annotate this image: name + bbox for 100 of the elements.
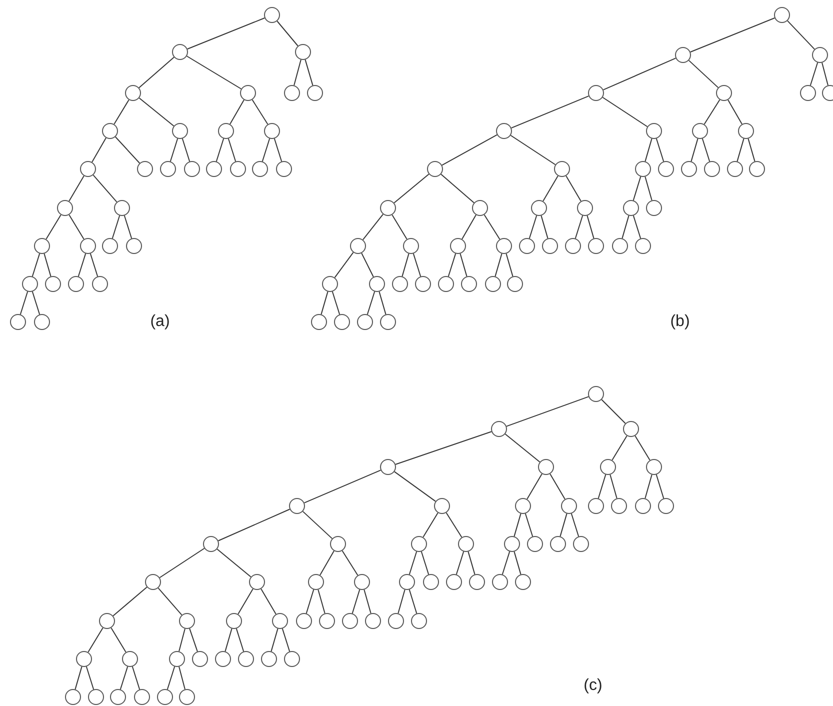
tree-edge [182,138,190,162]
tree-edge [395,431,492,465]
tree-edge [224,628,232,652]
tree-edge [378,291,386,315]
tree-edge [632,215,642,239]
tree-edge [320,550,334,576]
tree-node [658,161,674,177]
tree-edge [366,291,376,315]
tree-edge [398,589,406,614]
tree-node [612,238,628,254]
tree-edge [408,589,418,614]
tree-node [450,238,466,254]
tree-edge [690,18,776,52]
tree-node [675,47,691,63]
tree-node [184,161,200,177]
tree-edge [32,253,40,277]
tree-node [264,7,280,23]
tree-edge [402,253,410,277]
tree-edge [306,589,314,614]
tree-edge [506,253,514,277]
tree-node [261,651,277,667]
tree-edge [632,176,642,201]
tree-node [76,651,92,667]
tree-node [531,200,547,216]
tree-node [10,314,26,330]
tree-node [527,536,543,552]
tree-edge [74,666,82,690]
tree-node [334,314,350,330]
tree-edge [92,137,106,163]
tree-node [550,536,566,552]
tree-edge [361,252,374,278]
tree-node [92,276,108,292]
tree-node [681,161,697,177]
tree-node [519,238,535,254]
tree-edge [120,666,128,690]
tree-edge [342,550,358,576]
tree-node [295,44,311,60]
tree-edge [238,588,254,615]
tree-node [102,123,118,139]
tree-edge [218,508,290,542]
tree-edge [601,399,626,424]
tree-node [238,651,254,667]
tree-edge [412,253,422,277]
tree-edge [448,253,456,277]
tree-node [218,123,234,139]
tree-edge [656,474,664,499]
tree-edge [302,510,333,540]
tree-node [485,276,501,292]
tree-node [538,459,554,475]
tree-node [380,200,396,216]
tree-node [88,689,104,705]
tree-edge [634,435,650,461]
tree-edge [189,628,198,652]
tree-edge [524,513,534,537]
tree-edge [262,138,270,162]
tree-node [472,200,488,216]
tree-node [496,123,512,139]
tree-node [68,276,84,292]
tree-node [307,85,323,101]
tree-edge [32,291,40,315]
tree-node [192,651,208,667]
tree-edge [228,138,236,162]
tree-edge [68,175,84,202]
tree-node [249,574,265,590]
tree-node [172,123,188,139]
tree-edge [822,62,828,86]
tree-edge [542,175,558,202]
tree-node [380,459,396,475]
tree-edge [468,551,476,575]
tree-node [542,238,558,254]
tree-node [308,574,324,590]
tree-node [34,238,50,254]
tree-edge [124,215,132,239]
tree-edge [352,589,360,614]
tree-edge [112,215,120,239]
subfigure-label: (c) [584,678,602,694]
tree-edge [90,253,98,277]
tree-edge [332,291,340,315]
tree-node [496,238,512,254]
tree-edge [170,138,178,162]
tree-edge [236,628,244,652]
tree-node [215,651,231,667]
tree-node [461,276,477,292]
tree-edge [602,96,648,128]
tree-edge [186,56,242,90]
tree-node [160,161,176,177]
tree-node [357,314,373,330]
tree-node [577,200,593,216]
tree-edge [612,435,628,461]
tree-edge [166,666,176,690]
tree-edge [276,20,298,46]
tree-edge [304,59,314,86]
tree-node [423,574,439,590]
tree-node [749,161,765,177]
tree-edge [506,396,589,427]
subfigure-label: (a) [150,314,170,330]
tree-edge [110,627,126,653]
tree-edge [422,512,438,538]
tree-edge [304,470,382,504]
tree-node [57,200,73,216]
